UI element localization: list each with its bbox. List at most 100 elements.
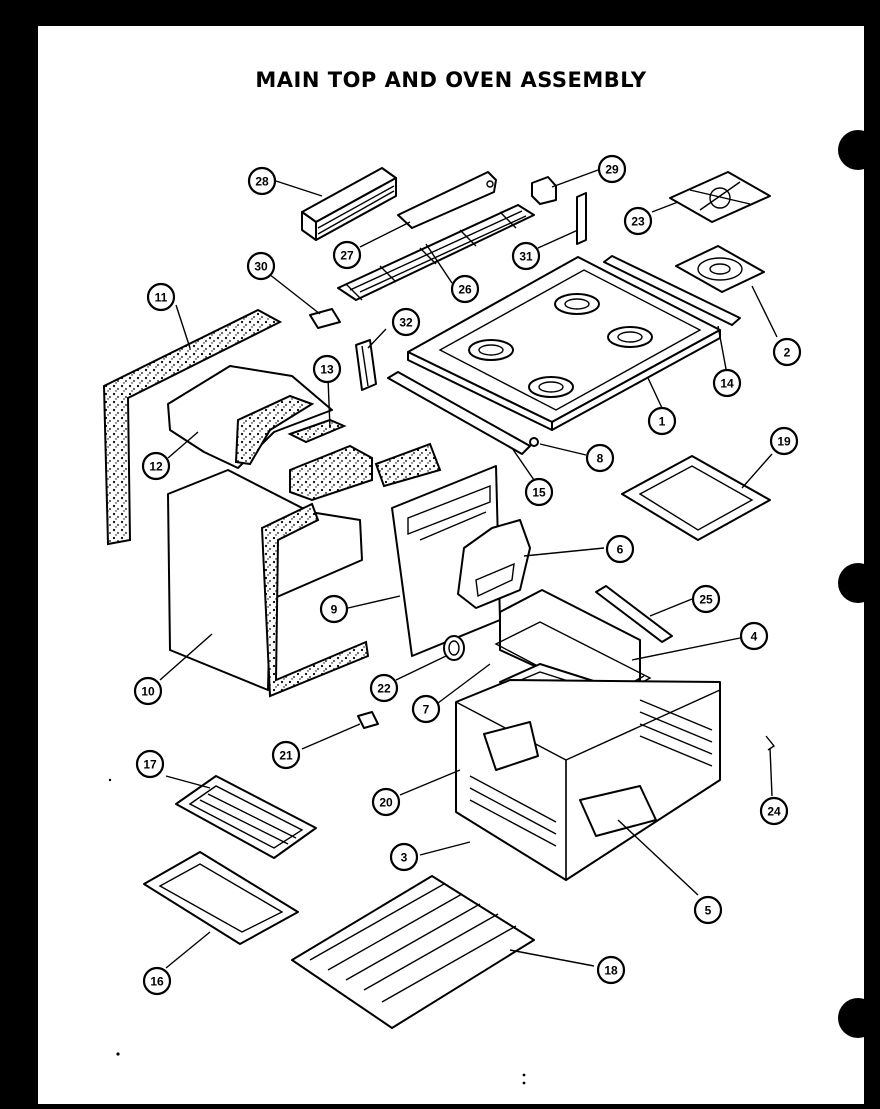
- callout-2: 2: [772, 337, 802, 367]
- svg-text:19: 19: [777, 435, 791, 449]
- callout-24: 24: [759, 796, 789, 826]
- callout-12: 12: [141, 451, 171, 481]
- svg-text:11: 11: [155, 291, 168, 305]
- leader-lines: [159, 169, 778, 969]
- binder-hole-top: [838, 130, 878, 170]
- speck: [522, 1073, 526, 1077]
- callout-21: 21: [271, 740, 301, 770]
- callout-29: 29: [597, 154, 627, 184]
- callout-26: 26: [450, 274, 480, 304]
- callout-13: 13: [312, 354, 342, 384]
- part-17-broiler-grid: [175, 775, 317, 859]
- svg-text:12: 12: [149, 460, 163, 474]
- part-25-rail: [595, 585, 673, 643]
- callout-19: 19: [769, 426, 799, 456]
- callout-17: 17: [135, 749, 165, 779]
- callout-14: 14: [712, 368, 742, 398]
- callout-9: 9: [319, 594, 349, 624]
- svg-text:5: 5: [705, 904, 712, 918]
- callout-23: 23: [623, 206, 653, 236]
- part-16-broiler-pan: [143, 851, 299, 945]
- svg-text:32: 32: [399, 316, 413, 330]
- callout-5: 5: [693, 895, 723, 925]
- callout-16: 16: [142, 966, 172, 996]
- svg-text:23: 23: [631, 215, 645, 229]
- svg-text:28: 28: [255, 175, 269, 189]
- svg-text:21: 21: [279, 749, 293, 763]
- part-21-clip: [357, 711, 379, 729]
- callout-15: 15: [524, 477, 554, 507]
- part-29-clip: [531, 176, 557, 205]
- svg-text:10: 10: [141, 685, 155, 699]
- binder-hole-middle: [838, 563, 878, 603]
- part-28-vent-grille: [301, 167, 397, 241]
- svg-text:27: 27: [340, 249, 354, 263]
- svg-text:8: 8: [597, 452, 604, 466]
- part-23-burner-grate: [669, 171, 771, 223]
- callout-6: 6: [605, 534, 635, 564]
- svg-text:25: 25: [699, 593, 713, 607]
- part-11-insulation-top: [102, 308, 283, 546]
- callout-11: 11: [146, 282, 176, 312]
- callout-32: 32: [391, 307, 421, 337]
- svg-text:1: 1: [659, 415, 666, 429]
- part-19-frame: [621, 455, 771, 541]
- callout-31: 31: [511, 241, 541, 271]
- part-12-insulation-block: [167, 365, 333, 469]
- callout-22: 22: [369, 673, 399, 703]
- callout-4: 4: [739, 621, 769, 651]
- part-3-oven-liner: [455, 679, 721, 882]
- diagram-title: MAIN TOP AND OVEN ASSEMBLY: [255, 68, 647, 92]
- part-13-insulation-strips: [287, 418, 442, 502]
- svg-text:6: 6: [617, 543, 624, 557]
- part-31-support-strip: [576, 192, 587, 245]
- part-6-heat-deflector: [457, 519, 531, 609]
- part-10-oven-insulation-wrap: [167, 469, 370, 698]
- part-30-small-bracket: [309, 308, 341, 329]
- svg-text:26: 26: [458, 283, 472, 297]
- speck: [108, 778, 112, 782]
- svg-text:2: 2: [784, 346, 791, 360]
- part-2-burner-bowl: [675, 245, 765, 293]
- svg-text:14: 14: [720, 377, 734, 391]
- svg-text:22: 22: [377, 682, 391, 696]
- part-18-oven-rack: [291, 875, 535, 1029]
- callout-18: 18: [596, 955, 626, 985]
- speck: [522, 1081, 526, 1085]
- svg-text:3: 3: [401, 851, 408, 865]
- svg-text:17: 17: [143, 758, 157, 772]
- callout-3: 3: [389, 842, 419, 872]
- part-8-screw: [529, 437, 539, 447]
- callout-8: 8: [585, 443, 615, 473]
- callout-27: 27: [332, 240, 362, 270]
- callout-30: 30: [246, 251, 276, 281]
- part-1-main-top: [407, 256, 721, 431]
- part-5-broil-pan-tray: [579, 785, 657, 837]
- svg-text:30: 30: [254, 260, 268, 274]
- binder-hole-bottom: [838, 998, 878, 1038]
- callout-1: 1: [647, 406, 677, 436]
- callout-25: 25: [691, 584, 721, 614]
- svg-text:9: 9: [331, 603, 338, 617]
- svg-text:7: 7: [423, 703, 430, 717]
- svg-text:20: 20: [379, 796, 393, 810]
- svg-text:31: 31: [519, 250, 533, 264]
- part-15-front-trim-strip: [387, 371, 531, 455]
- svg-text:4: 4: [751, 630, 758, 644]
- callout-28: 28: [247, 166, 277, 196]
- speck: [116, 1052, 120, 1056]
- svg-text:29: 29: [605, 163, 619, 177]
- svg-text:18: 18: [604, 964, 618, 978]
- callout-10: 10: [133, 676, 163, 706]
- part-22-ring: [443, 635, 465, 661]
- part-24-clip: [765, 735, 776, 751]
- part-20-bracket: [483, 721, 539, 771]
- svg-text:13: 13: [320, 363, 334, 377]
- svg-text:15: 15: [532, 486, 546, 500]
- callout-7: 7: [411, 694, 441, 724]
- part-27-backguard-bracket: [397, 171, 497, 229]
- part-26-burner-grate-panel: [337, 204, 535, 301]
- part-14-rear-trim-strip: [603, 255, 741, 326]
- callout-20: 20: [371, 787, 401, 817]
